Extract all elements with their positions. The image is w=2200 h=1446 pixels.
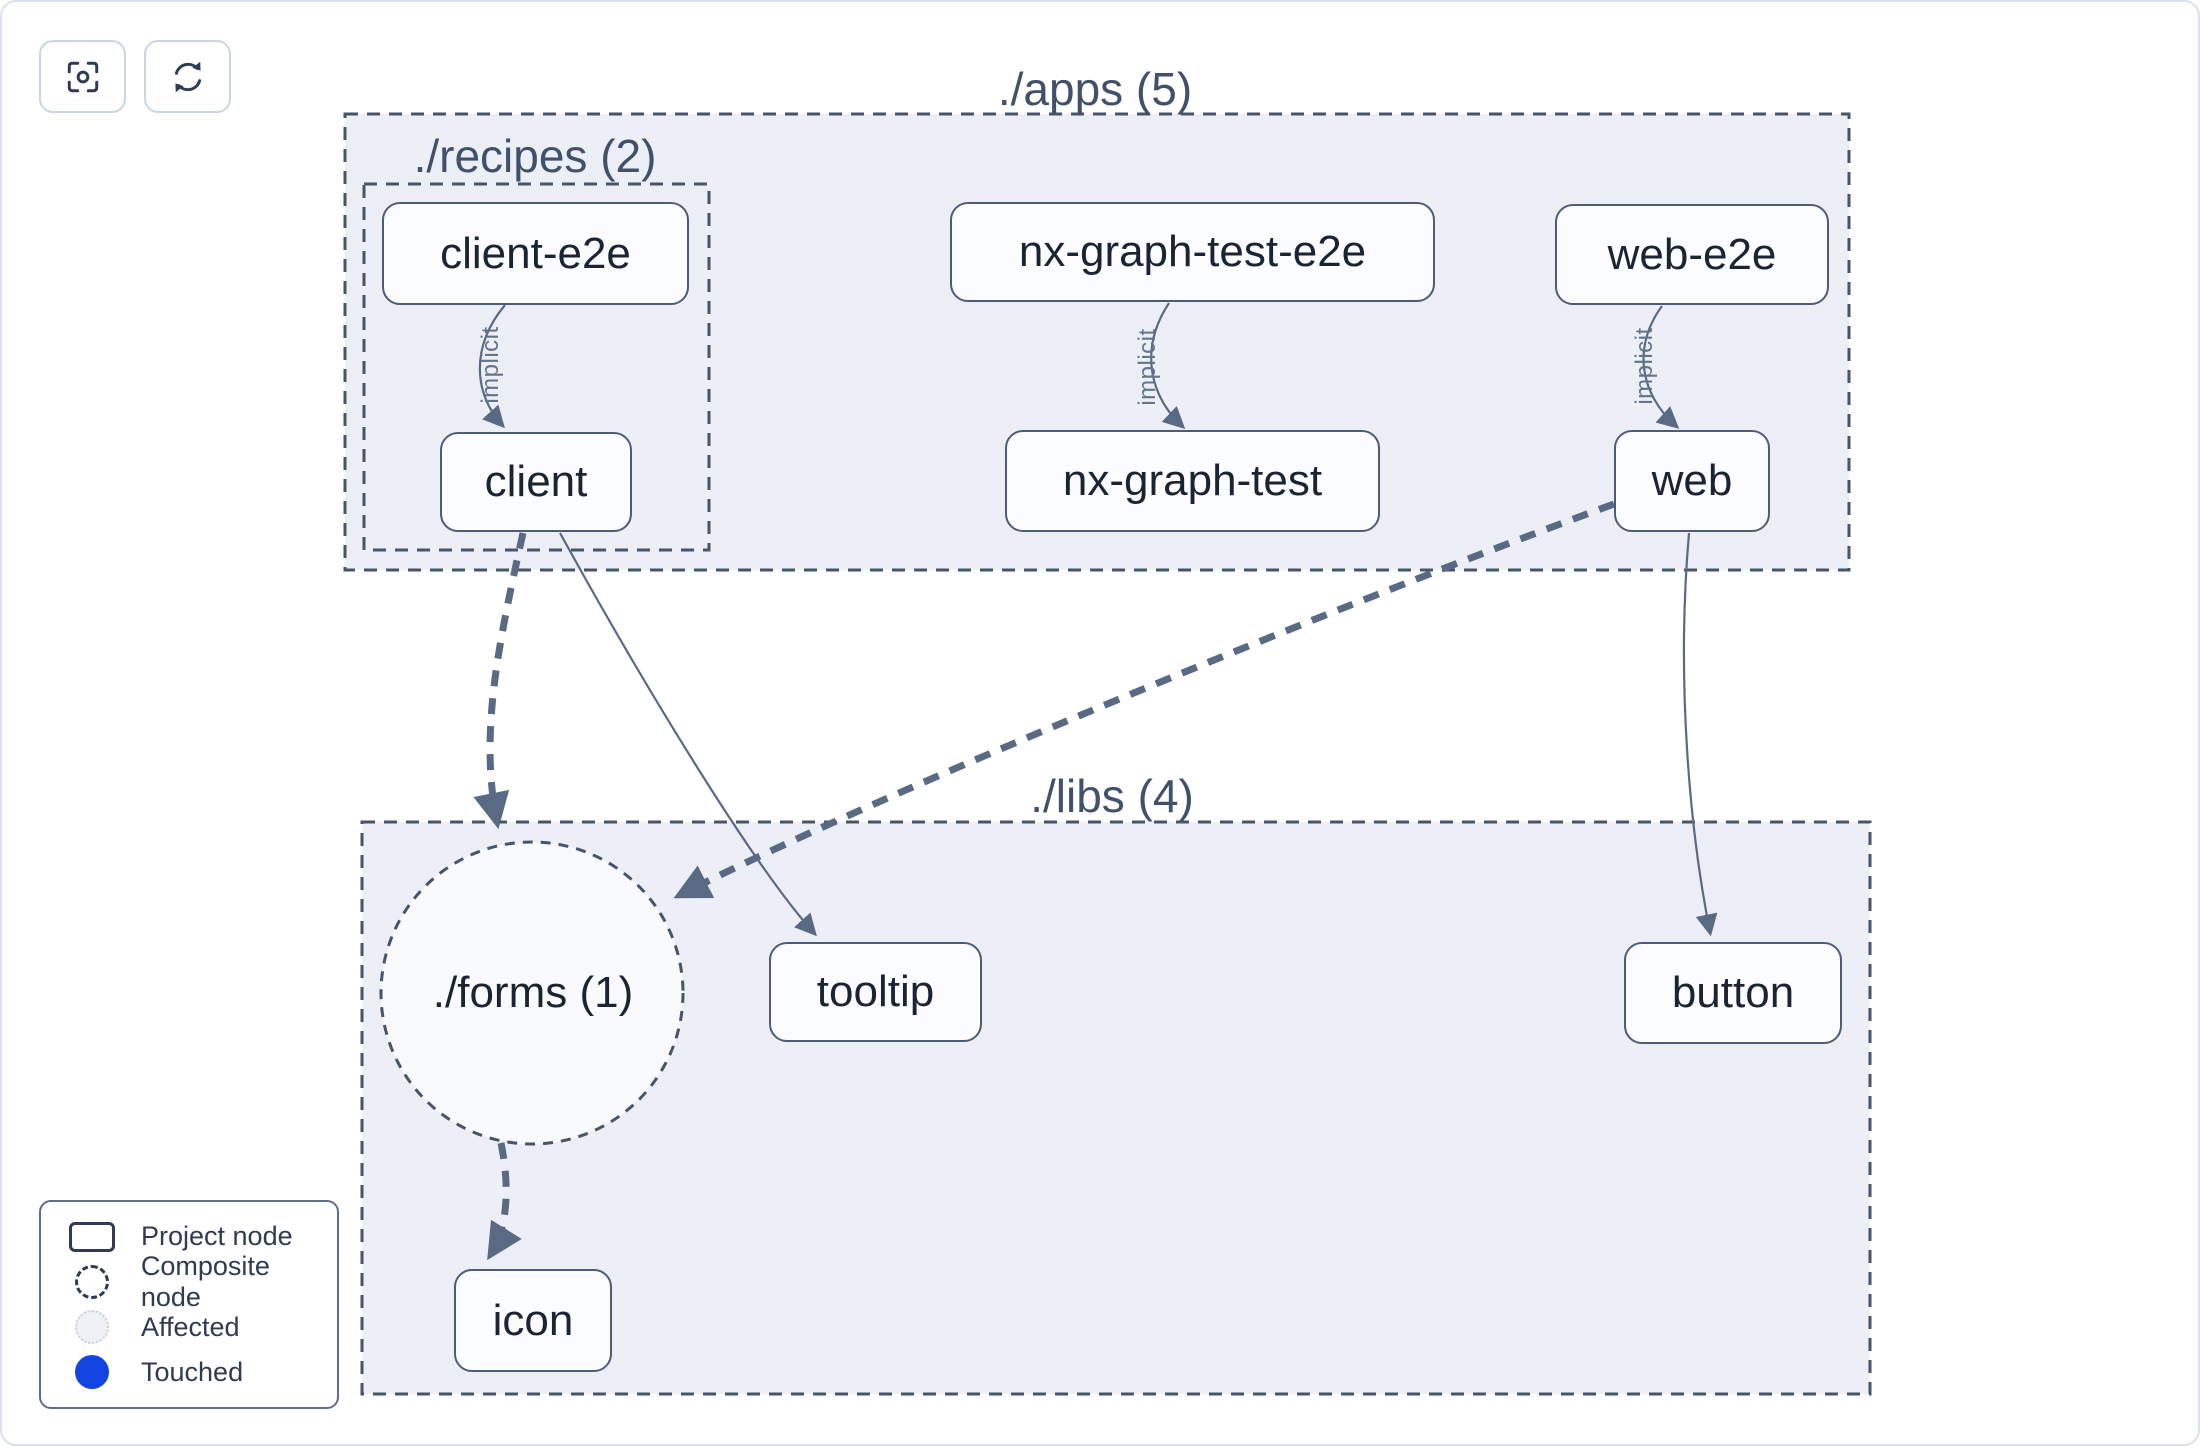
- focus-button[interactable]: [39, 40, 126, 113]
- legend: Project node Composite node Affected Tou…: [39, 1200, 339, 1409]
- container-recipes: [362, 182, 711, 552]
- edge-web-e2e-web: [1642, 305, 1680, 429]
- edge-forms-icon: [487, 1142, 522, 1261]
- edge-label-implicit-nx-graph-test: implicit: [1134, 328, 1161, 406]
- container-label-libs: ./libs (4): [1030, 770, 1194, 822]
- refresh-icon: [174, 61, 201, 92]
- legend-item-touched: Touched: [67, 1350, 337, 1394]
- legend-label: Affected: [141, 1311, 240, 1342]
- legend-item-project-node: Project node: [67, 1215, 337, 1259]
- composite-node-forms-label[interactable]: ./forms (1): [432, 968, 634, 1017]
- project-node-nx-graph-test[interactable]: nx-graph-test: [1005, 430, 1380, 532]
- legend-label: Project node: [141, 1221, 293, 1252]
- legend-item-affected: Affected: [67, 1305, 337, 1349]
- legend-label: Touched: [141, 1356, 244, 1387]
- affected-swatch: [75, 1310, 109, 1345]
- composite-node-forms-circle[interactable]: [379, 840, 685, 1146]
- toolbar: [39, 40, 231, 113]
- touched-swatch: [75, 1355, 109, 1390]
- edge-client-e2e-client: [478, 304, 506, 429]
- project-node-web[interactable]: web: [1614, 430, 1770, 532]
- legend-item-composite-node: Composite node: [67, 1251, 337, 1312]
- legend-label: Composite node: [140, 1250, 270, 1312]
- project-node-client-e2e[interactable]: client-e2e: [382, 202, 689, 305]
- project-node-web-e2e[interactable]: web-e2e: [1555, 204, 1829, 305]
- project-node-icon[interactable]: icon: [454, 1269, 612, 1372]
- edge-web-forms: [673, 500, 1616, 899]
- project-node-tooltip[interactable]: tooltip: [769, 942, 982, 1042]
- project-node-nx-graph-test-e2e[interactable]: nx-graph-test-e2e: [950, 202, 1435, 302]
- edge-nx-graph-test-e2e-nx-graph-test: [1150, 302, 1186, 430]
- container-label-apps: ./apps (5): [997, 63, 1193, 115]
- edge-web-button: [1682, 532, 1718, 937]
- composite-node-swatch: [74, 1264, 109, 1299]
- refresh-button[interactable]: [144, 40, 231, 113]
- edge-label-implicit-client: implicit: [477, 326, 504, 404]
- edge-client-tooltip: [559, 532, 817, 937]
- project-node-button[interactable]: button: [1624, 942, 1842, 1044]
- project-node-client[interactable]: client: [440, 432, 632, 532]
- container-label-recipes: ./recipes (2): [413, 130, 657, 182]
- project-node-swatch: [69, 1221, 115, 1252]
- edge-label-implicit-web: implicit: [1631, 327, 1658, 405]
- focus-icon: [67, 61, 98, 92]
- edge-client-forms: [473, 532, 527, 830]
